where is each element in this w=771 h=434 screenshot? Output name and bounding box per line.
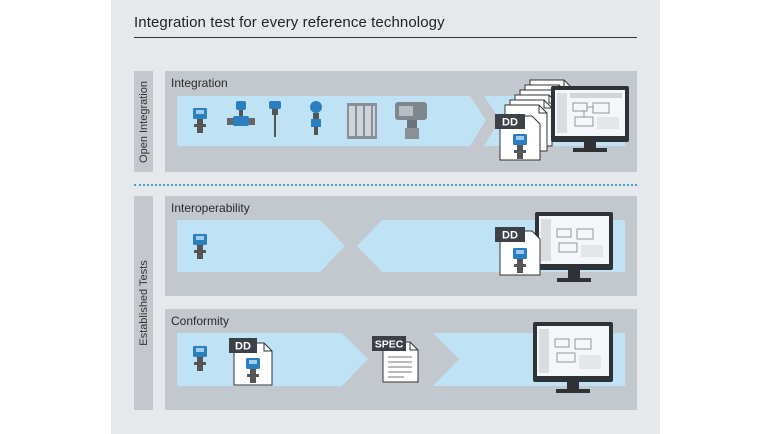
integration-label: Integration [171,76,228,90]
open-integration-label-bar: Open Integration [134,71,153,172]
conformity-monitor-icon [533,322,613,393]
dd-file-interop-icon: DD [495,227,541,276]
valve-actuator-icon [395,102,427,139]
interop-monitor-icon [535,212,613,282]
device-probe-icon [269,101,281,137]
plc-rack-icon [347,103,377,139]
integration-arrow-band [177,96,486,146]
figure-title: Integration test for every reference tec… [134,14,445,31]
spec-document-icon: SPEC [372,336,419,383]
dd-badge-interop: DD [502,230,518,242]
dd-file-conformity-icon: DD [229,338,273,386]
dd-badge-conformity: DD [235,341,251,353]
conformity-label: Conformity [171,314,230,328]
interoperability-label: Interoperability [171,201,250,215]
established-tests-label-bar: Established Tests [134,196,153,410]
group-separator [134,184,637,186]
spec-badge: SPEC [375,339,404,351]
device-flowmeter-icon [227,101,255,126]
title-rule [134,37,637,38]
interop-left-band [177,220,345,272]
device-pressure-icon [310,101,322,135]
dd-badge-integration: DD [502,117,518,129]
dd-file-integration-icon: DD [495,114,541,161]
